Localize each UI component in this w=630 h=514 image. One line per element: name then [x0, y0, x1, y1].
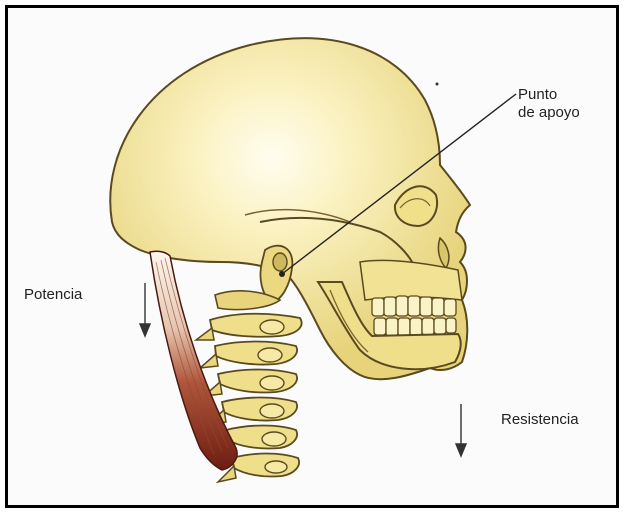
lower-teeth — [374, 318, 456, 336]
ear-canal — [273, 253, 287, 271]
fulcrum-point — [279, 271, 285, 277]
effort-label: Potencia — [24, 286, 82, 304]
neck-muscle — [150, 251, 237, 470]
down-arrow-icon — [456, 404, 466, 456]
upper-teeth — [372, 296, 456, 316]
fulcrum-label-line2: de apoyo — [518, 104, 580, 122]
resistance-label: Resistencia — [501, 411, 579, 429]
fulcrum-label-line1: Punto — [518, 86, 557, 104]
down-arrow-icon — [140, 283, 150, 336]
